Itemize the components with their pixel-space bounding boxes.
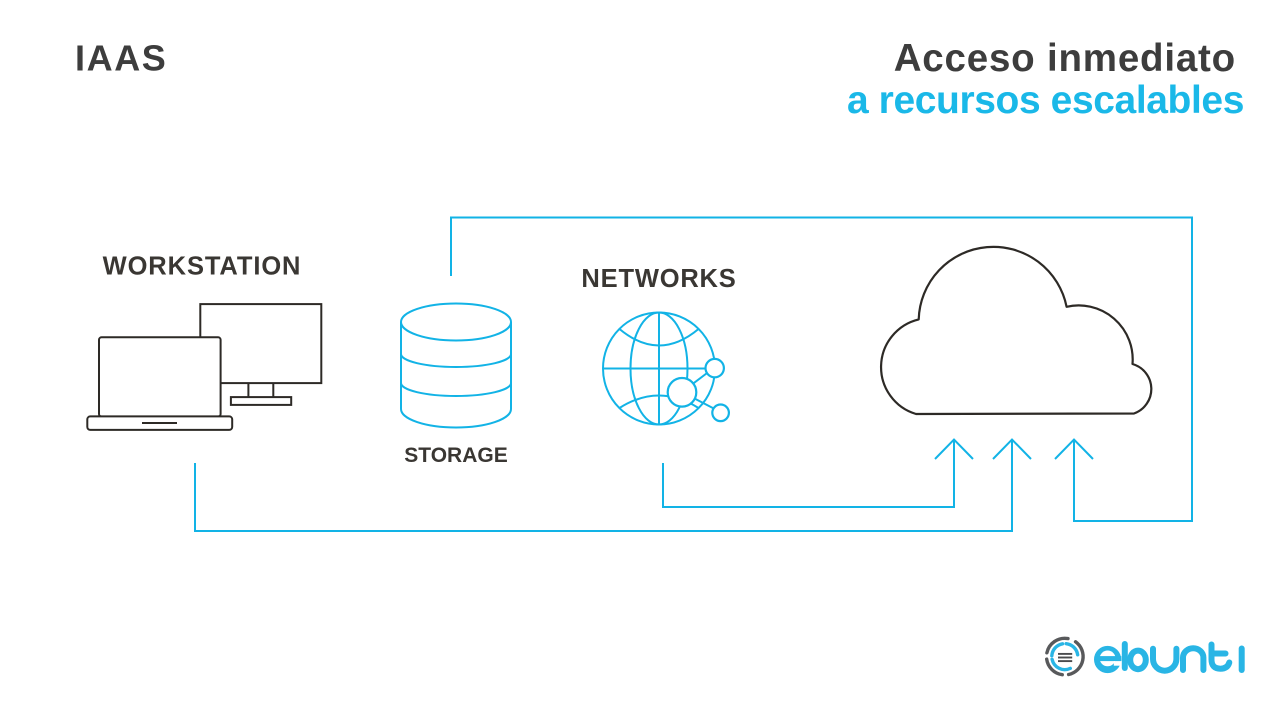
svg-text:STORAGE: STORAGE	[404, 444, 507, 467]
svg-text:WORKSTATION: WORKSTATION	[103, 253, 302, 281]
svg-text:IAAS: IAAS	[75, 38, 167, 79]
svg-text:Acceso inmediato: Acceso inmediato	[894, 37, 1236, 80]
svg-text:a recursos escalables: a recursos escalables	[847, 79, 1244, 122]
svg-text:NETWORKS: NETWORKS	[581, 265, 736, 293]
